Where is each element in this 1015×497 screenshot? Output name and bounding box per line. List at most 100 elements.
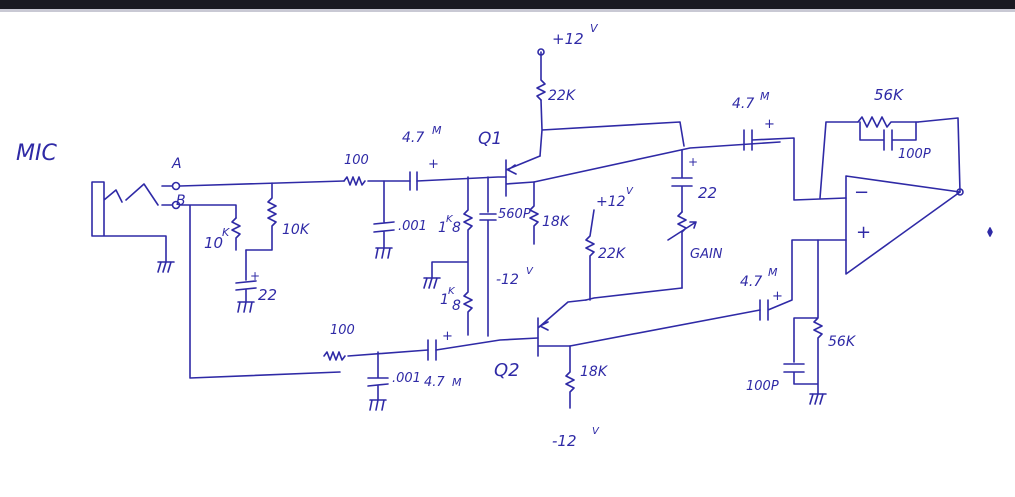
label-gain: GAIN bbox=[690, 247, 723, 262]
resistor-18k-q2 bbox=[565, 345, 575, 409]
label-r-1k8-top-unit: K bbox=[446, 214, 454, 225]
label-r-22k-mid: 22K bbox=[598, 246, 627, 262]
ground-right bbox=[809, 393, 827, 405]
plus-c-in-top: + bbox=[428, 157, 439, 172]
terminal-a bbox=[171, 181, 181, 191]
plus-c-22-left: + bbox=[250, 269, 260, 283]
label-r-1k8-top: 1 bbox=[438, 220, 447, 236]
opamp-minus-sign: − bbox=[854, 182, 869, 203]
label-r-feedback: 56K bbox=[874, 86, 904, 104]
label-a: A bbox=[171, 156, 182, 172]
label-c-001-bot: .001 bbox=[392, 371, 421, 386]
cap-47-out-top bbox=[743, 129, 847, 201]
label-neg-supply-q1: -12 bbox=[496, 272, 519, 288]
label-r-1k8-top-digit: 8 bbox=[452, 220, 461, 236]
ink-dot bbox=[987, 227, 993, 237]
cap-100p-feedback bbox=[859, 121, 917, 151]
wire-ground-network bbox=[783, 239, 823, 395]
label-c-feedback: 100P bbox=[898, 147, 931, 162]
label-q2: Q2 bbox=[494, 360, 520, 381]
mic-jack bbox=[91, 181, 167, 263]
wire-1k8-stack bbox=[431, 176, 473, 336]
label-r-10k-left: 10 bbox=[204, 234, 223, 252]
label-r-in-bot: 100 bbox=[330, 323, 355, 338]
plus-c-out-top: + bbox=[764, 117, 775, 132]
wires bbox=[91, 48, 993, 411]
label-c-out-top-unit: M bbox=[760, 90, 770, 103]
opamp-triangle bbox=[845, 175, 961, 275]
wire-q1-collector bbox=[539, 99, 685, 157]
wire-feedback bbox=[819, 117, 961, 199]
label-neg-supply-bot-unit: V bbox=[592, 426, 600, 437]
labels: MIC A B +12 V 22K Q1 Q2 100 4.7 M + 100 … bbox=[16, 22, 931, 450]
resistor-22k-top bbox=[536, 51, 546, 101]
label-mic: MIC bbox=[16, 141, 57, 166]
label-r-collector-top: 22K bbox=[548, 88, 577, 104]
wire-c47-to-q1 bbox=[416, 176, 507, 182]
label-r-ground: 56K bbox=[828, 334, 857, 350]
plus-c-in-bot: + bbox=[442, 329, 453, 344]
wire-gain-bottom bbox=[585, 287, 683, 301]
plus-c-22-gain: + bbox=[688, 155, 698, 169]
wire-10k-right bbox=[245, 182, 277, 251]
wire-q1-emitter bbox=[529, 141, 781, 245]
label-r-18k-q2: 18K bbox=[580, 364, 609, 380]
label-mid-supply: +12 bbox=[596, 194, 626, 210]
label-r-10k-left-unit: K bbox=[222, 226, 230, 239]
label-r-1k8-bot: 1 bbox=[440, 292, 449, 308]
q1-transistor bbox=[505, 155, 541, 197]
label-mid-supply-unit: V bbox=[626, 186, 634, 197]
label-c-out-top: 4.7 bbox=[732, 96, 754, 112]
label-c-out-bot: 4.7 bbox=[740, 274, 762, 290]
cap-47-top bbox=[409, 171, 418, 191]
cap-47-bot bbox=[427, 339, 437, 361]
mic-ground bbox=[157, 261, 175, 273]
label-c-ground: 100P bbox=[746, 379, 779, 394]
resistor-10k-left bbox=[231, 217, 241, 251]
wire-b-branch bbox=[179, 204, 341, 379]
label-b: B bbox=[176, 193, 186, 209]
gain-pot bbox=[667, 211, 697, 289]
q2-transistor bbox=[537, 299, 587, 357]
label-c-22-left: 22 bbox=[258, 286, 277, 304]
plus-c-out-bot: + bbox=[772, 289, 783, 304]
label-neg-supply-q1-unit: V bbox=[526, 266, 534, 277]
label-c-22-gain: 22 bbox=[698, 184, 717, 202]
label-r-in-top: 100 bbox=[344, 153, 369, 168]
label-c-560p: 560P bbox=[498, 207, 531, 222]
ground-mid bbox=[423, 277, 441, 289]
label-c-in-bot-unit: M bbox=[452, 376, 462, 389]
opamp-output-node bbox=[956, 188, 964, 196]
wire-bottom-line bbox=[347, 337, 539, 357]
top-edge-bar bbox=[0, 0, 1015, 9]
cap-22-left bbox=[235, 249, 257, 313]
resistor-22k-mid bbox=[585, 209, 595, 301]
mic-jack-contacts bbox=[125, 183, 173, 206]
label-r-10k-right: 10K bbox=[282, 222, 311, 238]
label-r-18k-q1: 18K bbox=[542, 214, 571, 230]
resistor-100-top bbox=[343, 176, 366, 186]
top-edge-shade bbox=[0, 9, 1015, 12]
label-c-out-bot-unit: M bbox=[768, 266, 778, 279]
cap-47-out-bot bbox=[759, 239, 847, 321]
opamp-plus-sign: + bbox=[856, 222, 871, 243]
cap-560p bbox=[479, 176, 497, 337]
label-r-1k8-bot-digit: 8 bbox=[452, 298, 461, 314]
label-c-001-top: .001 bbox=[398, 219, 427, 234]
label-r-1k8-bot-unit: K bbox=[448, 286, 456, 297]
label-top-supply: +12 bbox=[552, 30, 584, 48]
resistor-56k-feedback bbox=[857, 116, 919, 128]
label-neg-supply-bot: -12 bbox=[552, 432, 577, 450]
top-supply-node bbox=[537, 48, 545, 56]
cap-22-gain bbox=[671, 149, 693, 213]
label-top-supply-unit: V bbox=[590, 22, 599, 35]
label-c-in-top-unit: M bbox=[432, 124, 442, 137]
cap-001-top bbox=[373, 180, 395, 259]
wire-q2-emitter bbox=[569, 309, 761, 347]
label-c-in-bot: 4.7 bbox=[424, 375, 445, 390]
label-q1: Q1 bbox=[478, 129, 502, 149]
label-c-in-top: 4.7 bbox=[402, 130, 424, 146]
cap-001-bot bbox=[367, 351, 389, 411]
